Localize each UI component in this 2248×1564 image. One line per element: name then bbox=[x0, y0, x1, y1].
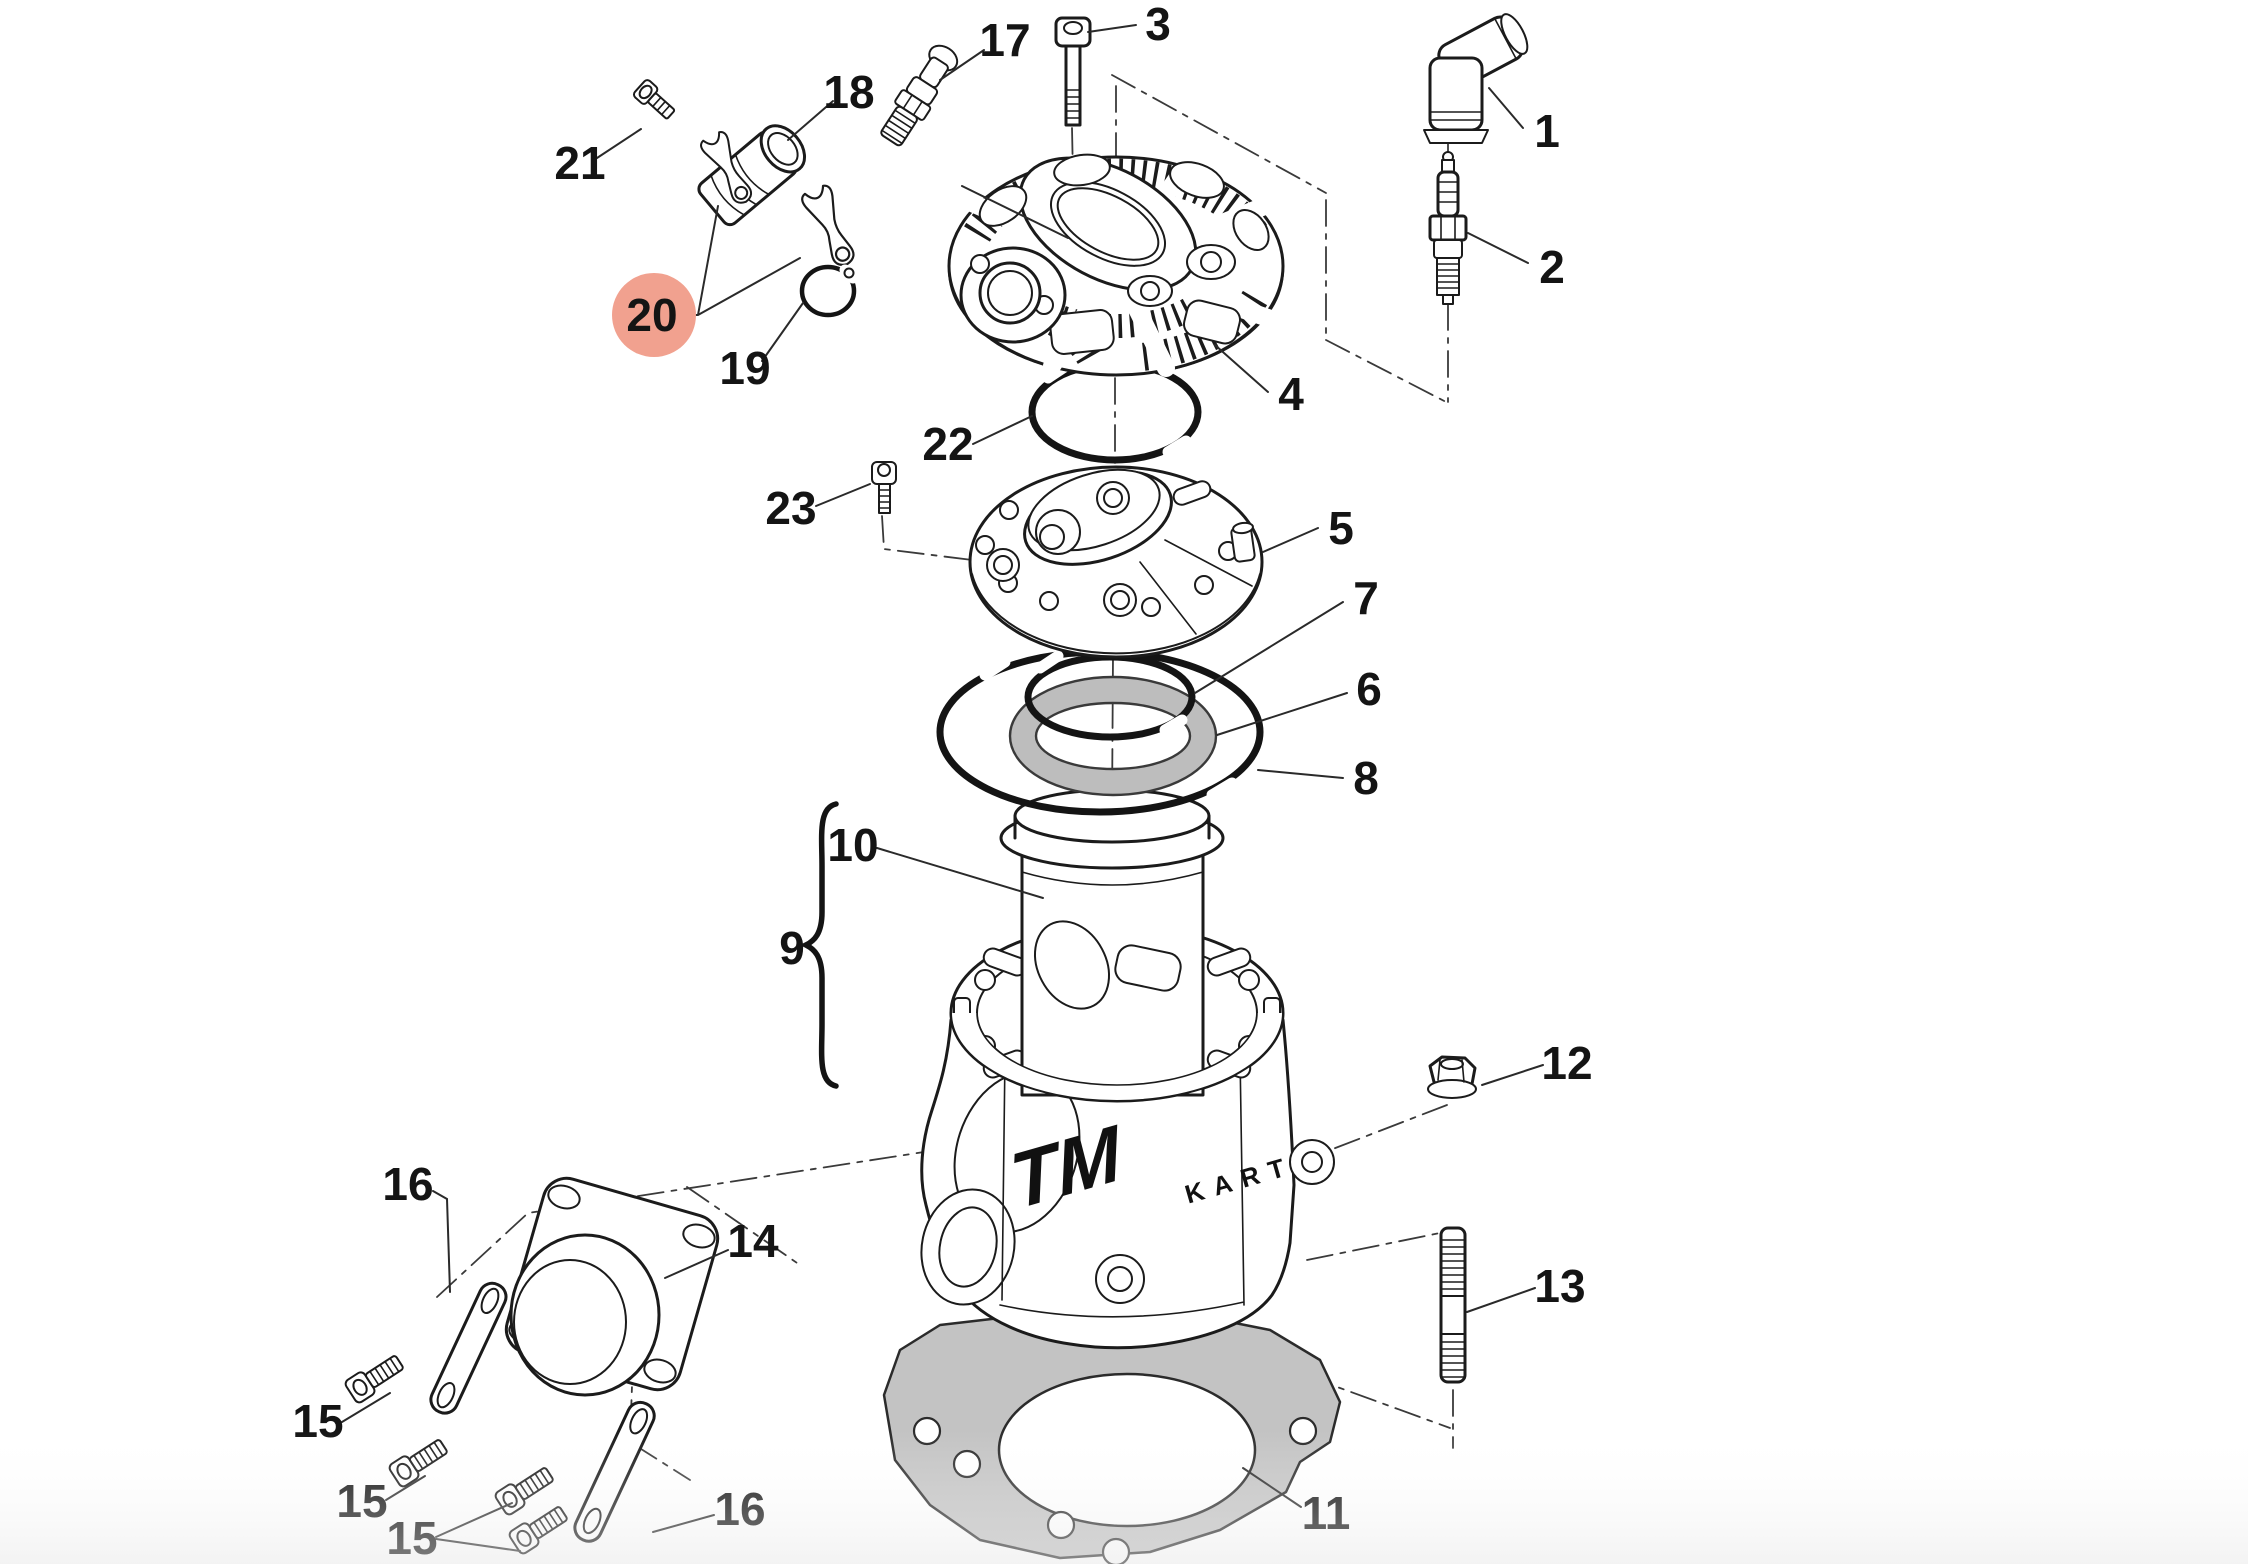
cylinder-head bbox=[947, 151, 1285, 377]
callout-21: 21 bbox=[554, 137, 605, 189]
flange-nut bbox=[1427, 1055, 1477, 1099]
callout-12: 12 bbox=[1541, 1037, 1592, 1089]
spark-plug bbox=[1428, 151, 1468, 305]
exhaust-flange bbox=[504, 1176, 720, 1397]
retaining-fork-b bbox=[798, 182, 863, 272]
callout-4: 4 bbox=[1278, 368, 1304, 420]
insert-screw bbox=[871, 461, 897, 514]
flange-front-mask bbox=[951, 1013, 1283, 1101]
callout-19: 19 bbox=[719, 342, 770, 394]
callout-17: 17 bbox=[979, 14, 1030, 66]
page-bottom-shade bbox=[0, 1430, 2248, 1564]
exhaust-clamp-a bbox=[429, 1281, 508, 1415]
cylinder-liner bbox=[999, 788, 1225, 1097]
gray-gasket-ring bbox=[1008, 675, 1218, 797]
flange-front-edge bbox=[950, 1012, 1284, 1102]
vent-fitting bbox=[880, 44, 959, 147]
head-insert-plate bbox=[968, 465, 1264, 659]
callout-2: 2 bbox=[1539, 241, 1565, 293]
callout-9: 9 bbox=[779, 922, 805, 974]
callout-1: 1 bbox=[1534, 105, 1560, 157]
callout-10: 10 bbox=[827, 819, 878, 871]
callout-6: 6 bbox=[1356, 663, 1382, 715]
callout-22: 22 bbox=[922, 418, 973, 470]
head-water-boss bbox=[959, 246, 1067, 344]
cylinder-stud bbox=[1439, 1226, 1467, 1384]
spark-plug-cap bbox=[1423, 13, 1529, 144]
callout-7: 7 bbox=[1353, 572, 1379, 624]
group-brace bbox=[799, 801, 839, 1089]
water-fitting-screw bbox=[632, 79, 676, 120]
circlip bbox=[799, 264, 859, 318]
callout-18: 18 bbox=[823, 66, 874, 118]
flange-inner-edge bbox=[976, 1012, 1258, 1086]
head-screw bbox=[1054, 16, 1092, 127]
callout-16a: 16 bbox=[382, 1158, 433, 1210]
callout-3: 3 bbox=[1145, 0, 1171, 50]
callout-5: 5 bbox=[1328, 502, 1354, 554]
callout-20: 20 bbox=[626, 289, 677, 341]
highlight-circle bbox=[612, 273, 696, 357]
callout-23: 23 bbox=[765, 482, 816, 534]
callout-14: 14 bbox=[727, 1215, 779, 1267]
callout-8: 8 bbox=[1353, 752, 1379, 804]
flange-screw-1 bbox=[342, 1349, 408, 1406]
highlighted-callout-20: 20 bbox=[612, 273, 696, 357]
callout-13: 13 bbox=[1534, 1260, 1585, 1312]
